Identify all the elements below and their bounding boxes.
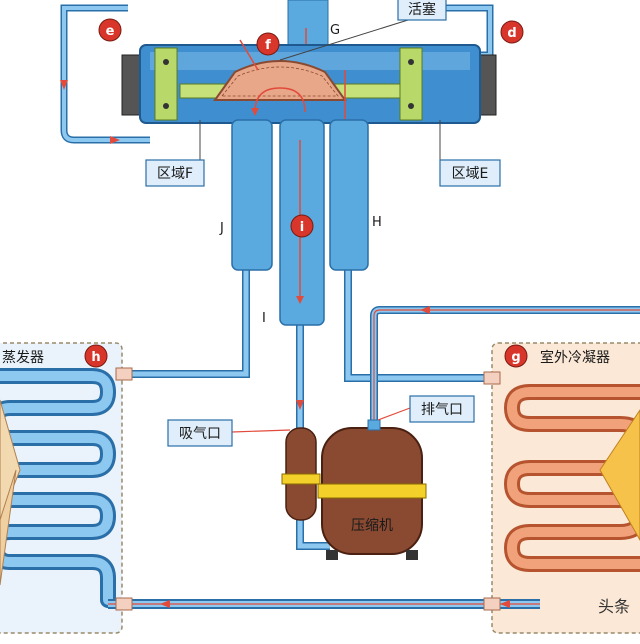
evaporator-label: 蒸发器 [2, 350, 44, 366]
discharge-port-label: 排气口 [421, 402, 463, 418]
badge-e: e [98, 18, 122, 42]
piston-label: 活塞 [408, 1, 436, 18]
svg-text:d: d [507, 26, 516, 41]
zone-e-callout: 区域E [439, 120, 501, 187]
badge-i: i [290, 214, 314, 238]
zone-f-label: 区域F [157, 166, 193, 182]
compressor [317, 419, 427, 560]
badge-g: g [504, 344, 528, 368]
reversing-valve [121, 0, 497, 326]
condenser-panel [491, 342, 640, 634]
refrigerant-pipes [60, 4, 640, 611]
svg-text:h: h [91, 350, 100, 365]
discharge-port-callout: 排气口 [377, 395, 475, 423]
svg-text:e: e [106, 24, 115, 39]
zone-f-callout: 区域F [145, 120, 205, 187]
svg-text:g: g [511, 350, 520, 365]
pipe-letter-g: G [330, 23, 340, 38]
svg-text:f: f [265, 38, 271, 53]
compressor-label: 压缩机 [351, 518, 393, 534]
zone-e-label: 区域E [452, 166, 489, 182]
pipe-letter-j: J [219, 221, 224, 236]
suction-port-label: 吸气口 [179, 426, 221, 442]
accumulator [281, 427, 321, 521]
suction-port-callout: 吸气口 [167, 419, 291, 447]
pipe-letter-i: I [262, 311, 266, 326]
condenser-label: 室外冷凝器 [540, 349, 610, 366]
watermark: 头条 [598, 597, 630, 616]
badge-h: h [84, 344, 108, 368]
badge-f: f [256, 32, 280, 56]
badge-d: d [500, 20, 524, 44]
pipe-letter-h: H [372, 215, 382, 230]
piston-callout: 活塞 [397, 0, 447, 21]
svg-text:i: i [300, 220, 304, 235]
evaporator-panel [0, 342, 123, 634]
